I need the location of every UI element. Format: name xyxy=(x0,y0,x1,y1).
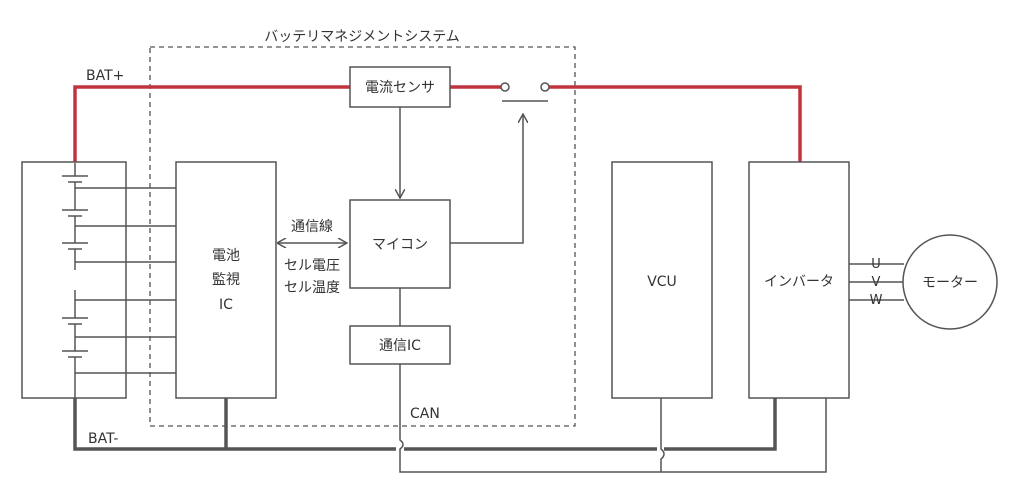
bat-minus-line xyxy=(73,398,396,451)
mcu xyxy=(349,199,451,289)
cell-taps xyxy=(75,187,176,374)
mcu-label: マイコン xyxy=(372,237,428,253)
can-label: CAN xyxy=(410,406,440,422)
monitor-ic-line1: 電池 xyxy=(212,248,240,264)
battery-cells xyxy=(62,163,88,398)
bat-plus-line xyxy=(73,85,350,163)
bms-title: バッテリマネジメントシステム xyxy=(264,29,460,45)
mcu-to-relay-arrow xyxy=(450,114,523,244)
cell-voltage-label: セル電圧 xyxy=(284,258,340,274)
bat-minus-label: BAT- xyxy=(88,431,118,447)
battery-monitor-ic xyxy=(175,161,277,399)
motor xyxy=(902,234,998,330)
inverter xyxy=(748,161,850,399)
phase-u-label: U xyxy=(871,257,881,272)
inverter-label: インバータ xyxy=(764,274,834,290)
comm-ic-label: 通信IC xyxy=(379,338,421,354)
battery-pack xyxy=(21,161,127,399)
can-bus xyxy=(399,364,827,473)
bat-minus-line-3 xyxy=(664,398,777,451)
vcu-to-can xyxy=(660,398,665,472)
comm-ic xyxy=(349,325,451,365)
vcu-label: VCU xyxy=(647,274,677,290)
motor-label: モーター xyxy=(922,275,978,291)
vcu xyxy=(611,161,713,399)
phase-v-label: V xyxy=(872,275,881,290)
bat-plus-label: BAT+ xyxy=(86,68,124,84)
phase-lines xyxy=(849,263,904,301)
current-sensor-label: 電流センサ xyxy=(365,80,435,96)
relay-switch xyxy=(500,82,550,102)
monitor-ic-line2: 監視 xyxy=(212,271,240,288)
bat-plus-line-3 xyxy=(548,85,802,162)
comm-line-label: 通信線 xyxy=(291,219,333,235)
bms-boundary xyxy=(149,46,576,427)
phase-w-label: W xyxy=(870,293,883,308)
cell-temp-label: セル温度 xyxy=(284,280,340,296)
monitor-ic-line3: IC xyxy=(219,297,233,313)
